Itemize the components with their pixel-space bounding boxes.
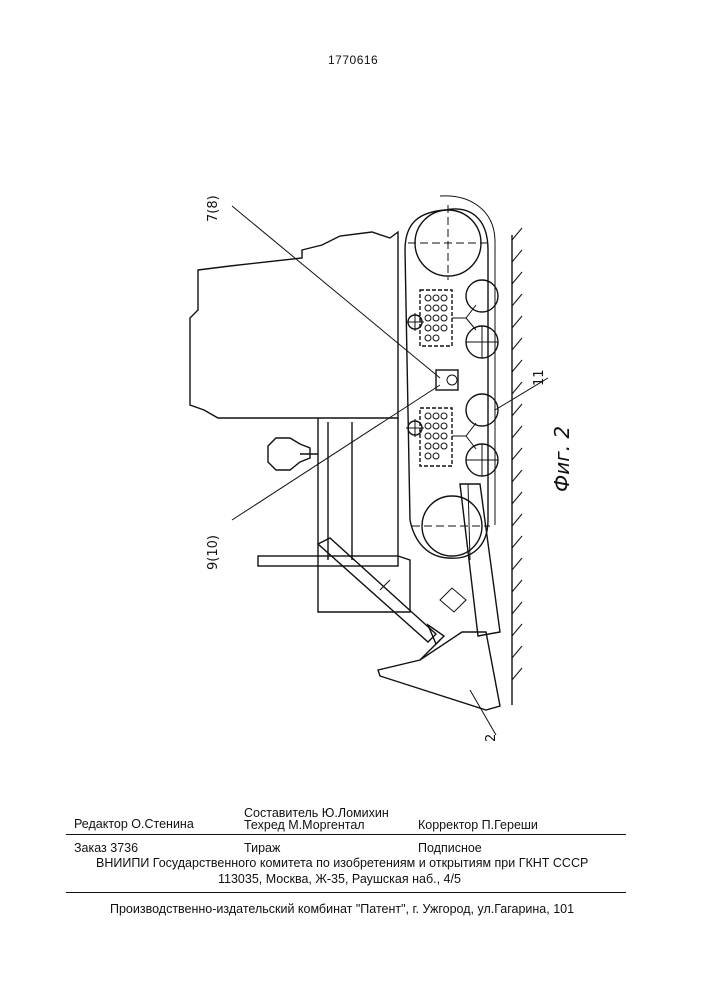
vniipi: ВНИИПИ Государственного комитета по изоб… [96,856,588,870]
leader-2 [470,690,496,735]
push-arm [460,484,500,636]
editor: Редактор О.Стенина [74,817,194,831]
order: Заказ 3736 [74,841,138,855]
publisher: Производственно-издательский комбинат "П… [110,902,574,916]
techred: Техред М.Моргентал [244,818,365,832]
leader-7-8 [232,206,440,378]
callout-9-10: 9(10) [206,535,221,570]
callout-11: 11 [532,369,547,386]
blade [378,632,500,710]
sensor-dots-lower [425,413,447,459]
callout-2: 2 [484,734,499,742]
corrector: Корректор П.Гереши [418,818,538,832]
circulation: Тираж [244,841,280,855]
subscription: Подписное [418,841,482,855]
ground-hatching [512,228,522,680]
colophon-rule-top [66,834,626,835]
road-wheel [466,280,498,312]
colophon-rule-bottom [66,892,626,893]
road-wheel [466,394,498,426]
hydraulic-cylinder [318,538,436,642]
callout-7-8: 7(8) [206,195,221,222]
figure-label: Фиг. 2 [550,426,574,492]
cab-body [190,232,398,418]
engine-block [318,418,410,612]
sensor-dots-upper [425,295,447,341]
address: 113035, Москва, Ж-35, Раушская наб., 4/5 [218,872,461,886]
